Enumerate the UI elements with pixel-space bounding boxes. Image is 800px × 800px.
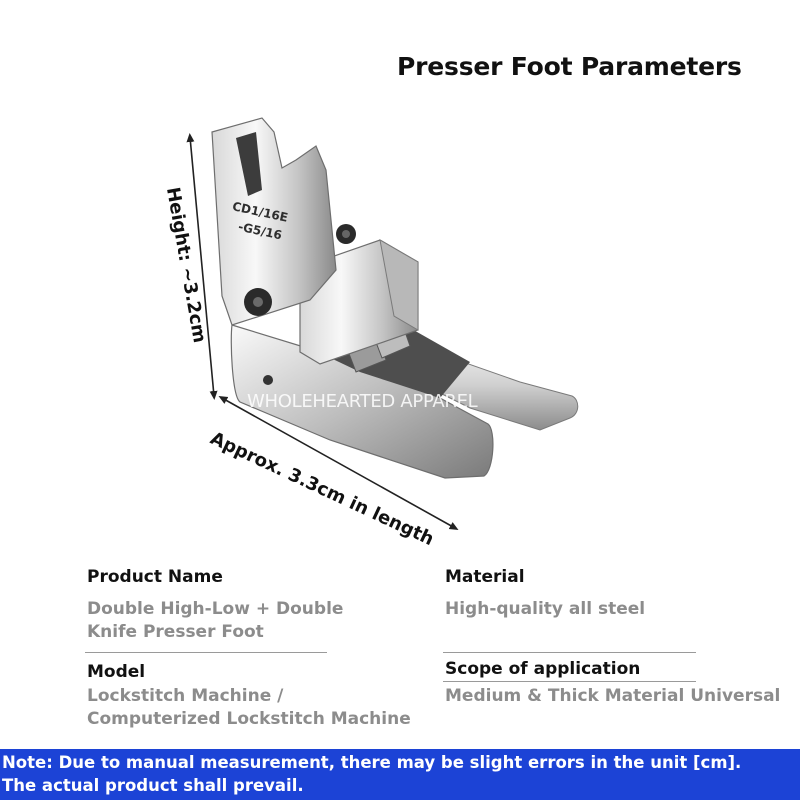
note-line-1: Note: Due to manual measurement, there m…	[2, 753, 742, 772]
product-name-label: Product Name	[87, 567, 223, 587]
presser-foot-image	[186, 117, 579, 530]
model-value-line-1: Lockstitch Machine /	[87, 686, 284, 706]
height-dimension-arrow	[186, 133, 218, 400]
watermark-text: WHOLEHEARTED APPAREL	[247, 391, 478, 412]
model-value-line-2: Computerized Lockstitch Machine	[87, 709, 411, 729]
product-name-divider	[85, 652, 327, 653]
scope-value: Medium & Thick Material Universal	[445, 686, 781, 706]
note-line-2: The actual product shall prevail.	[2, 776, 304, 795]
scope-label: Scope of application	[445, 659, 641, 679]
scope-divider	[443, 681, 696, 682]
material-divider	[443, 652, 696, 653]
product-name-value-line-1: Double High-Low + Double	[87, 599, 344, 619]
page-title: Presser Foot Parameters	[397, 52, 742, 81]
material-label: Material	[445, 567, 525, 587]
model-label: Model	[87, 662, 146, 682]
length-dimension-arrow	[218, 396, 459, 530]
measurement-note: Note: Due to manual measurement, there m…	[0, 749, 800, 800]
product-name-value-line-2: Knife Presser Foot	[87, 622, 264, 642]
material-value: High-quality all steel	[445, 599, 646, 619]
